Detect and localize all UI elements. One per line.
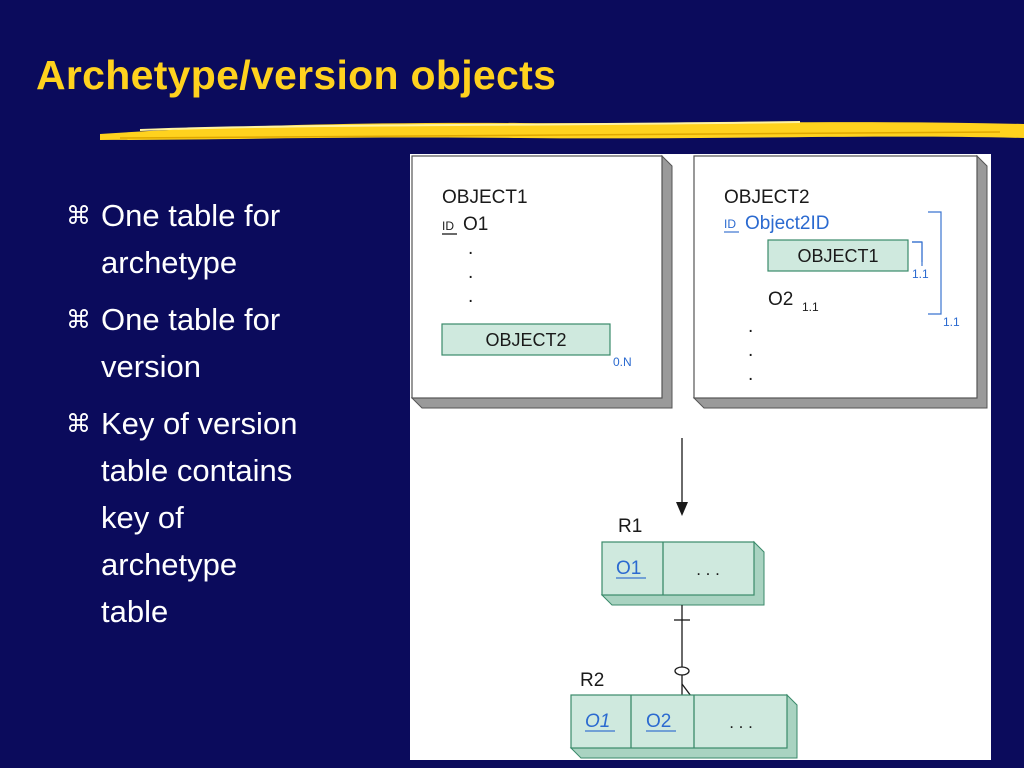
yellow-brush-underline [100, 121, 1024, 140]
r2-key: O2 [646, 711, 671, 732]
r2-foreign-key: O1 [585, 711, 610, 732]
r1-label: R1 [618, 516, 642, 537]
dot: . [468, 286, 473, 307]
object2-attr-card: 1.1 [802, 300, 819, 314]
object1-card: OBJECT1 ID O1 . . . OBJECT2 0.N [410, 154, 673, 409]
object1-embedded-label: OBJECT2 [485, 330, 566, 350]
object1-id-tag: ID [442, 219, 454, 233]
er-diagram-figure: OBJECT1 ID O1 . . . OBJECT2 0.N OBJECT2 … [410, 154, 991, 760]
command-key-icon: ⌘ [66, 305, 91, 334]
dot: . [468, 262, 473, 283]
r2-table: R2 O1 O2 . . . [569, 670, 798, 759]
command-key-icon: ⌘ [66, 201, 91, 230]
object2-embedded-box [767, 239, 909, 272]
object2-id-attr: Object2ID [745, 213, 829, 234]
bullet-line: One table for [101, 302, 281, 337]
object2-embedded-label: OBJECT1 [797, 246, 878, 266]
object1-id-attr: O1 [463, 214, 488, 235]
bullet-line: table contains [101, 453, 293, 488]
bullet-list: ⌘ One table for archetype ⌘ One table fo… [64, 192, 384, 645]
object2-id-card: 1.1 [943, 315, 960, 329]
r1-table: R1 O1 . . . [600, 516, 765, 606]
bullet-line: table [101, 594, 169, 629]
dot: . [468, 238, 473, 259]
object2-attr: O2 [768, 289, 793, 310]
object2-embedded-card: 1.1 [912, 267, 929, 281]
bullet-line: version [101, 349, 201, 384]
bullet-line: archetype [101, 245, 238, 280]
r1-key: O1 [616, 558, 641, 579]
er-diagram: OBJECT1 ID O1 . . . OBJECT2 0.N OBJECT2 … [410, 154, 988, 759]
r1-rest: . . . [696, 560, 720, 579]
bullet-item: ⌘ Key of version table contains key of a… [64, 400, 384, 635]
r2-rest: . . . [729, 713, 753, 732]
object2-name: OBJECT2 [724, 187, 810, 208]
bullet-line: Key of version [101, 406, 298, 441]
object1-embedded-card: 0.N [613, 355, 632, 369]
slide-title: Archetype/version objects [36, 52, 557, 98]
bullet-line: One table for [101, 198, 281, 233]
r2-label: R2 [580, 670, 604, 691]
bullet-item: ⌘ One table for version [64, 296, 384, 390]
dot: . [748, 340, 753, 361]
dot: . [748, 316, 753, 337]
object1-name: OBJECT1 [442, 187, 528, 208]
bullet-line: key of [101, 500, 184, 535]
object2-id-tag: ID [724, 217, 736, 231]
transform-arrow [676, 438, 688, 516]
command-key-icon: ⌘ [66, 409, 91, 438]
relationship-line [674, 605, 692, 697]
bullet-item: ⌘ One table for archetype [64, 192, 384, 286]
object1-embedded-box [441, 323, 611, 356]
bullet-line: archetype [101, 547, 238, 582]
dot: . [748, 364, 753, 385]
object2-card: OBJECT2 ID Object2ID OBJECT1 1.1 O2 1.1 … [692, 154, 988, 409]
